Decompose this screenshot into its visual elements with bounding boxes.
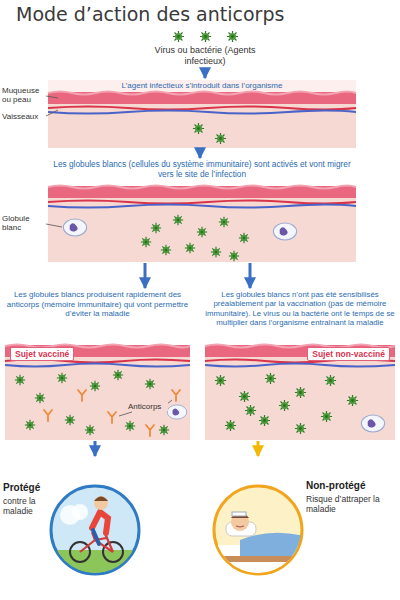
tissue-panel [48,80,356,148]
flow-arrow [94,441,97,456]
badge-text: Sujet vacciné [15,349,69,359]
tissue-panel: L’agent infectieux s’introduit dans l’or… [48,80,356,148]
status-badge: Sujet non-vacciné [307,347,390,361]
status-badge: Sujet vacciné [10,347,74,361]
virus-icons [173,31,238,42]
node-text: Les globules blancs n’ont pas été sensib… [205,290,395,327]
node-text: Protégé [3,482,63,494]
protected-illustration [40,486,150,590]
unvaccinated-panel: Les globules blancs n’ont pas été sensib… [205,290,395,440]
sick-illustration [214,486,304,585]
node-subtext: Risque d’attraper la maladie [306,494,394,514]
node-subtext: contre la maladie [3,496,59,516]
flow-arrow [257,441,260,456]
flow-arrow [204,71,207,78]
tissue-panel [205,345,395,441]
part-label: Anticorps [128,402,168,411]
flow-arrow [249,263,252,288]
outcome-circle: Non-protégéRisque d’attraper la maladie [200,458,397,595]
tissue-panel [48,186,356,263]
virus-group: Virus ou bactérie (Agents infectieux) [140,30,270,70]
outcome-circle: Protégé contre la maladie [3,458,143,595]
tissue-panel: Les globules blancs (cellules du système… [48,160,356,262]
part-label: Vaisseaux [2,112,46,121]
node-text: L’agent infectieux s’introduit dans l’or… [48,81,356,91]
part-label: Muqueuse ou peau [2,86,46,104]
part-label: Globule blanc [2,214,46,232]
flow-arrow [144,263,147,288]
node-text: Non-protégé [306,480,396,492]
node-text: Virus ou bactérie (Agents infectieux) [140,45,270,67]
diagram-title: Mode d’action des anticorps [16,3,284,25]
tissue-panel [5,345,190,441]
node-text: Les globules blancs (cellules du système… [48,160,356,180]
node-text: Les globules blancs produisent rapidemen… [5,290,190,319]
badge-text: Sujet non-vacciné [312,349,385,359]
flow-arrow [199,149,202,158]
vaccinated-panel: Les globules blancs produisent rapidemen… [5,290,190,440]
